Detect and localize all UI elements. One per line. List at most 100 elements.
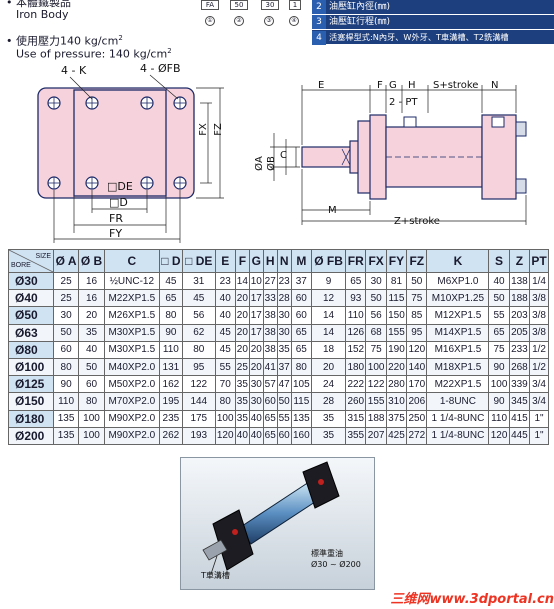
table-cell: 14 (234, 271, 250, 291)
table-cell: 65 (345, 271, 367, 291)
table-cell: 207 (365, 426, 387, 445)
pressure-en-sup: 2 (167, 47, 172, 55)
col-header: FY (385, 249, 408, 273)
bore-range-label: Ø30 ~ Ø200 (311, 560, 361, 569)
table-cell: M50XP2.0 (103, 375, 160, 394)
col-header: Ø A (52, 249, 80, 273)
table-cell: 14 (310, 306, 347, 325)
table-cell: 140 (406, 357, 428, 377)
table-cell: 10 (248, 271, 264, 291)
tie-nut-bottom (515, 178, 527, 194)
port-front (403, 116, 417, 128)
col-header: Ø B (78, 249, 105, 273)
table-cell: 170 (406, 375, 428, 394)
table-cell: 65 (290, 340, 312, 359)
table-cell: 45 (214, 323, 236, 342)
bore-label: BORE (11, 262, 31, 269)
table-cell: 1 1/4-8UNC (426, 409, 490, 428)
table-cell: 37 (290, 271, 312, 291)
bore-cell: Ø30 (8, 271, 54, 291)
table-cell: 80 (158, 306, 184, 325)
label-g: G (389, 80, 397, 91)
table-cell: 233 (508, 340, 531, 359)
table-cell: 90 (488, 392, 510, 411)
table-cell: 38 (262, 323, 278, 342)
col-header: E (214, 249, 236, 273)
table-cell: 38 (262, 306, 278, 325)
table-cell: 315 (345, 409, 367, 428)
label-fy: FY (109, 227, 123, 240)
table-cell: 205 (508, 323, 531, 342)
table-cell: 50 (488, 289, 510, 308)
table-cell: 17 (248, 323, 264, 342)
table-cell: 90 (158, 323, 184, 342)
bullet-icon: • (6, 0, 13, 9)
table-cell: 23 (214, 271, 236, 291)
watermark: 三维网www.3dportal.cn (390, 592, 554, 607)
table-cell: 20 (234, 306, 250, 325)
table-header-row: SIZE BORE Ø A Ø B C □ D □ DE E F G H N M… (8, 249, 549, 273)
front-head (369, 114, 387, 200)
model-code: FA 50 30 1 ① ② ③ ④ (201, 0, 305, 30)
table-cell: 95 (182, 357, 216, 377)
table-cell: M30XP1.5 (103, 340, 160, 359)
col-header: K (426, 249, 490, 273)
table-cell: M70XP2.0 (103, 392, 160, 411)
col-header: Z (508, 249, 531, 273)
table-cell: 260 (345, 392, 367, 411)
port-rear (491, 116, 505, 128)
table-cell: 16 (78, 289, 105, 308)
table-cell: 35 (310, 409, 347, 428)
tie-nut-top (515, 121, 527, 137)
label-de: □DE (107, 180, 133, 193)
table-cell: 250 (406, 409, 428, 428)
pressure-en-line: Use of pressure: 140 kg/cm2 (16, 45, 172, 61)
legend-text: 油壓缸內徑(㎜) (329, 2, 391, 12)
code-circle-2: ② (234, 16, 244, 26)
table-cell: 60 (78, 375, 105, 394)
table-cell: 65 (262, 426, 278, 445)
table-cell: 155 (365, 392, 387, 411)
size-bore-header: SIZE BORE (8, 249, 54, 273)
table-cell: M18XP1.5 (426, 357, 490, 377)
side-view-drawing (270, 85, 527, 225)
col-header: S (488, 249, 510, 273)
code-box-stroke: 30 (261, 0, 279, 10)
table-cell: M6XP1.0 (426, 271, 490, 291)
table-cell: 60 (262, 392, 278, 411)
code-circle-3: ③ (264, 16, 274, 26)
label-fr: FR (109, 212, 123, 225)
col-header: G (248, 249, 264, 273)
table-cell: 75 (365, 340, 387, 359)
table-cell: 90 (52, 375, 80, 394)
table-cell: 110 (488, 409, 510, 428)
table-cell: 28 (276, 289, 292, 308)
table-cell: 375 (385, 409, 408, 428)
table-cell: 45 (214, 340, 236, 359)
table-cell: 193 (182, 426, 216, 445)
table-cell: 20 (78, 306, 105, 325)
col-header: H (262, 249, 278, 273)
label-e: E (318, 80, 325, 91)
table-cell: 40 (248, 409, 264, 428)
label-fz: FZ (212, 123, 224, 136)
table-cell: 50 (365, 289, 387, 308)
table-cell: 40 (248, 426, 264, 445)
table-cell: 12 (310, 289, 347, 308)
table-cell: 40 (78, 340, 105, 359)
table-cell: 100 (488, 375, 510, 394)
table-cell: 100 (214, 409, 236, 428)
table-cell: 110 (345, 306, 367, 325)
table-cell: 68 (365, 323, 387, 342)
legend-text: 活塞桿型式:N內牙、W外牙、T車溝槽、T2銑溝槽 (329, 32, 509, 42)
label-f: F (377, 80, 383, 91)
table-cell: 80 (290, 357, 312, 377)
legend-num: 2 (312, 0, 326, 14)
piston-rod (301, 146, 353, 168)
